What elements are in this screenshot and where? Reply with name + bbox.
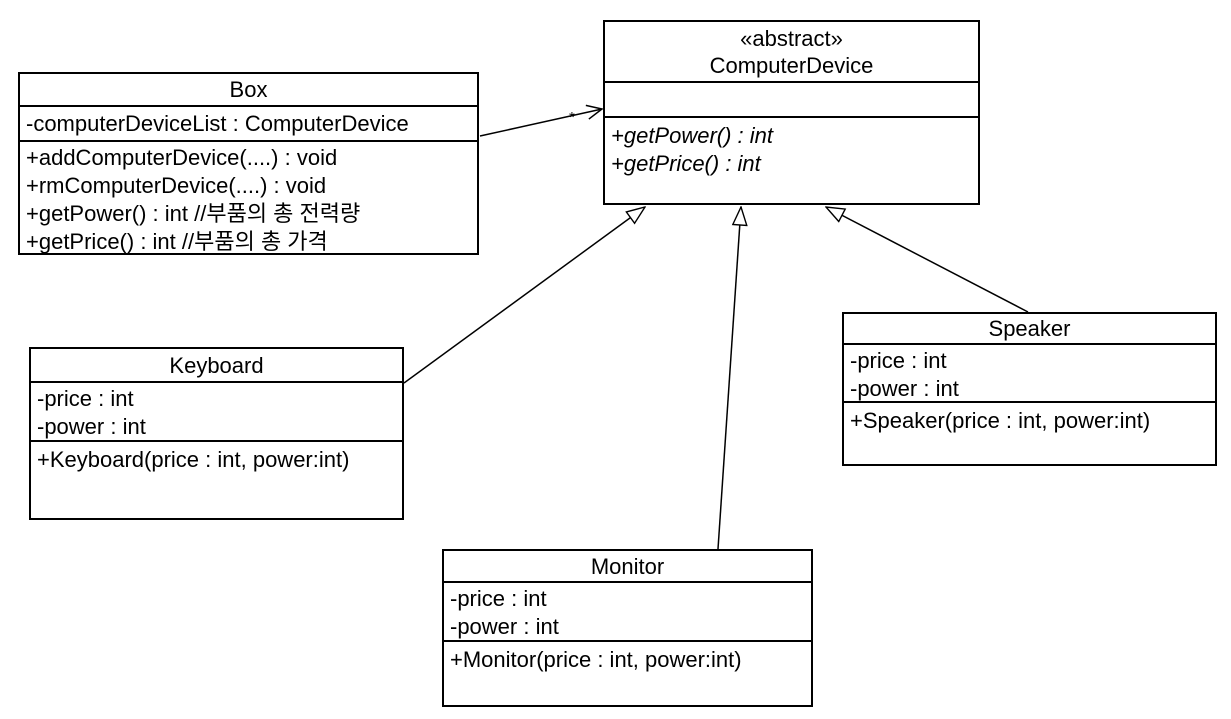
association-line-box-to-computerdevice	[479, 109, 602, 137]
attribute-row: -price : int	[450, 586, 547, 611]
class-methods: +Speaker(price : int, power:int)	[844, 403, 1215, 435]
class-node-box: Box -computerDeviceList : ComputerDevice…	[18, 72, 479, 255]
method-row: +getPrice() : int	[611, 151, 761, 176]
method-row: +Keyboard(price : int, power:int)	[37, 447, 350, 472]
class-attributes: -price : int -power : int	[844, 345, 1215, 403]
class-methods: +Monitor(price : int, power:int)	[444, 642, 811, 674]
class-methods: +getPower() : int +getPrice() : int	[605, 118, 978, 178]
attribute-row: -power : int	[450, 614, 559, 639]
attribute-row: -price : int	[37, 386, 134, 411]
class-node-speaker: Speaker -price : int -power : int +Speak…	[842, 312, 1217, 466]
class-methods: +Keyboard(price : int, power:int)	[31, 442, 402, 474]
generalization-line-keyboard-to-computerdevice	[403, 207, 645, 384]
method-row: +addComputerDevice(....) : void	[26, 145, 338, 170]
class-methods: +addComputerDevice(....) : void +rmCompu…	[20, 142, 477, 256]
class-name: Box	[229, 77, 268, 102]
class-name: Speaker	[988, 316, 1071, 341]
class-attributes: -price : int -power : int	[444, 583, 811, 642]
attribute-row: -power : int	[850, 376, 959, 401]
class-title: Monitor	[444, 551, 811, 583]
attribute-row: -computerDeviceList : ComputerDevice	[26, 111, 409, 136]
method-row: +rmComputerDevice(....) : void	[26, 173, 327, 198]
class-name: Keyboard	[169, 352, 264, 378]
class-node-keyboard: Keyboard -price : int -power : int +Keyb…	[29, 347, 404, 520]
generalization-line-monitor-to-computerdevice	[717, 207, 741, 550]
class-node-computerdevice: «abstract» ComputerDevice +getPower() : …	[603, 20, 980, 205]
method-row: +Monitor(price : int, power:int)	[450, 647, 742, 672]
multiplicity-label: *	[569, 109, 575, 126]
class-title: Speaker	[844, 314, 1215, 345]
method-row: +getPower() : int	[611, 123, 774, 148]
method-row: +getPower() : int //부품의 총 전력량	[26, 201, 361, 226]
class-name: ComputerDevice	[709, 52, 874, 78]
class-attributes-empty	[605, 83, 978, 118]
class-attributes: -price : int -power : int	[31, 383, 402, 442]
generalization-line-speaker-to-computerdevice	[826, 207, 1029, 313]
attribute-row: -power : int	[37, 414, 146, 439]
method-row: +getPrice() : int //부품의 총 가격	[26, 229, 328, 254]
attribute-row: -price : int	[850, 348, 947, 373]
method-row: +Speaker(price : int, power:int)	[850, 408, 1151, 433]
class-attributes: -computerDeviceList : ComputerDevice	[20, 107, 477, 142]
class-node-monitor: Monitor -price : int -power : int +Monit…	[442, 549, 813, 707]
class-title: «abstract» ComputerDevice	[605, 22, 978, 83]
class-stereotype: «abstract»	[740, 25, 843, 51]
class-title: Box	[20, 74, 477, 107]
class-title: Keyboard	[31, 349, 402, 383]
class-name: Monitor	[590, 553, 665, 579]
